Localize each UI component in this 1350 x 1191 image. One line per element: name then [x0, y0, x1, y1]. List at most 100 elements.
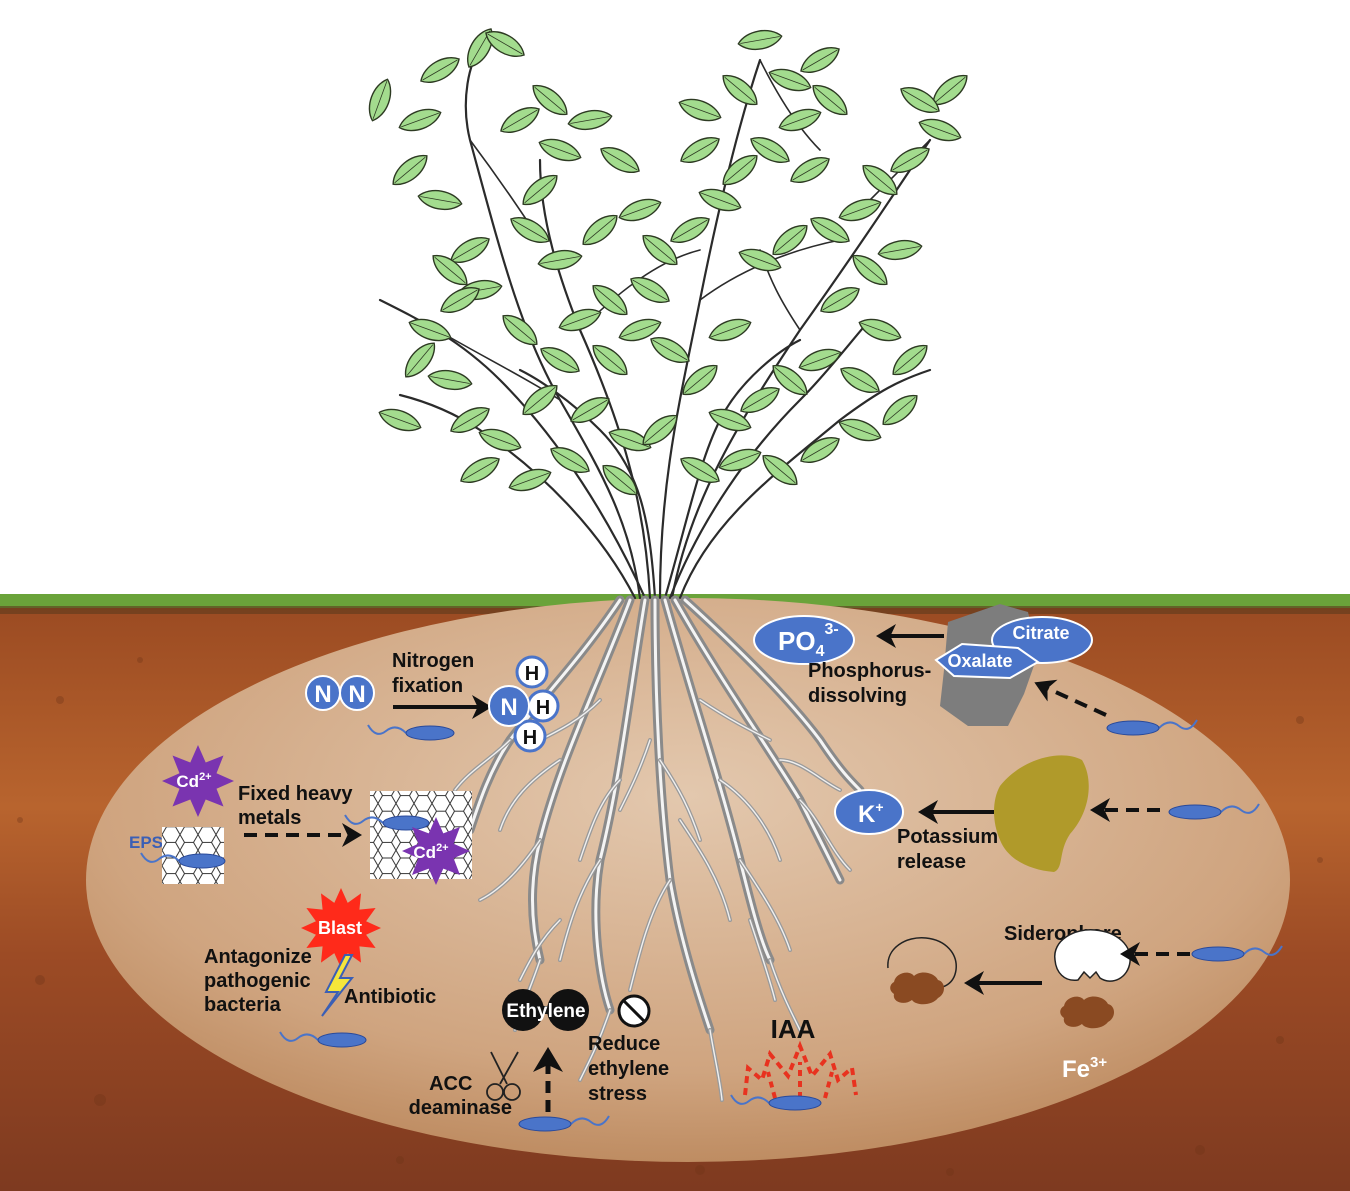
leaf-icon: [642, 414, 678, 446]
nitrogen-fixation-label: Nitrogen fixation: [392, 650, 480, 697]
n-atom-label: N: [314, 681, 331, 708]
leaf-icon: [630, 277, 670, 303]
iaa-arrow: [766, 1071, 777, 1099]
potassium-module: K+ Potassium release: [834, 755, 1260, 873]
bacterium: [344, 814, 430, 831]
h-atom-label: H: [525, 663, 539, 685]
leaf-icon: [592, 344, 628, 376]
iron-particle-bound: [890, 972, 944, 1005]
leaf-icon: [650, 337, 690, 363]
bacterium: [140, 852, 226, 869]
leaf-icon: [678, 98, 722, 122]
leaf-icon: [932, 74, 968, 106]
cadmium-ion-free: Cd2+: [162, 745, 234, 817]
leaf-icon: [892, 344, 928, 376]
leaf-icon: [858, 318, 902, 342]
leaf-icon: [398, 108, 442, 132]
leaf-icon: [420, 57, 460, 83]
leaf-icon: [427, 369, 473, 391]
dinitrogen-molecule: N N: [305, 675, 375, 711]
leaf-icon: [738, 248, 782, 272]
siderophore-free: [1054, 929, 1131, 982]
leaf-icon: [550, 447, 590, 473]
leaf-icon: [900, 87, 940, 113]
leaf-icon: [558, 308, 602, 332]
cadmium-ion-bound: Cd2+: [402, 817, 470, 885]
bacterium: [1191, 945, 1283, 962]
phosphorus-dashed-arrow: [1034, 679, 1107, 717]
n-atom-label: N: [348, 681, 365, 708]
leaf-icon: [670, 217, 710, 243]
leaf-icon: [800, 437, 840, 463]
leaf-icon: [838, 418, 882, 442]
leaf-icon: [680, 137, 720, 163]
leaf-icon: [532, 84, 568, 116]
leaf-icon: [740, 387, 780, 413]
bacterium: [730, 1094, 822, 1111]
leaf-icon: [432, 254, 468, 286]
ethylene-molecule: Ethylene: [502, 989, 589, 1031]
prohibited-icon: [617, 994, 651, 1028]
antibiotic-label: Antibiotic: [344, 986, 436, 1008]
phosphorus-dissolving-label: Phosphorus- dissolving: [808, 660, 937, 707]
leaf-icon: [510, 217, 550, 243]
n-atom-label: N: [500, 694, 517, 721]
phosphate-label: PO43-: [778, 621, 839, 660]
leaf-icon: [852, 254, 888, 286]
iron-particle-free: [1060, 996, 1114, 1029]
leaf-icon: [408, 318, 452, 342]
bacterium: [367, 724, 455, 741]
oxalate-blob: [934, 642, 1040, 680]
bacterium: [1106, 719, 1198, 736]
ammonia-molecule: N H H H: [488, 655, 560, 753]
leaf-icon: [862, 164, 898, 196]
antibiotic-module: Blast Antagonize pathogenic bacteria Ant…: [204, 888, 436, 1048]
leaf-icon: [450, 237, 490, 263]
leaf-icon: [570, 397, 610, 423]
blast-label: Blast: [318, 918, 362, 938]
leaf-icon: [508, 468, 552, 492]
h-atom-label: H: [536, 697, 550, 719]
blast-pathogen-burst: [301, 888, 381, 968]
leaf-icon: [618, 198, 662, 222]
lightning-bolt-icon: [321, 954, 355, 1017]
leaf-icon: [750, 137, 790, 163]
leaf-icon: [540, 347, 580, 373]
rhizosphere-zone: [86, 598, 1290, 1162]
h-atom-label: H: [523, 727, 537, 749]
heavy-metal-fixation-module: Cd2+ Fixed heavy metals EPS Cd2+: [129, 745, 472, 885]
iaa-label: IAA: [771, 1014, 816, 1044]
leaf-icon: [392, 154, 428, 186]
leaf-icon: [485, 31, 525, 57]
iron-label: Fe3+: [1062, 1054, 1107, 1083]
eps-label: EPS: [129, 833, 163, 852]
leaf-icon: [592, 284, 628, 316]
leaf-icon: [737, 29, 783, 51]
nitrogen-fixation-module: N N Nitrogen fixation N H H H: [305, 650, 560, 753]
leaf-icon: [642, 234, 678, 266]
leaf-icon: [722, 74, 758, 106]
leaf-icon: [368, 78, 392, 122]
ethylene-label: Ethylene: [506, 1001, 585, 1022]
leaf-icon: [778, 108, 822, 132]
leaf-icon: [417, 189, 463, 211]
leaf-icon: [502, 314, 538, 346]
potassium-ion: [834, 789, 904, 835]
cd-ion-label: Cd2+: [176, 771, 211, 791]
leaf-icon: [378, 408, 422, 432]
bacterium: [518, 1115, 610, 1132]
leaf-icon: [538, 138, 582, 162]
leaf-icon: [812, 84, 848, 116]
leaf-icon: [582, 214, 618, 246]
leaf-icon: [918, 118, 962, 142]
leaf-icon: [600, 147, 640, 173]
leaf-icon: [800, 47, 840, 73]
plant-roots: [453, 595, 865, 1102]
leaf-icon: [682, 364, 718, 396]
leaf-icon: [840, 367, 880, 393]
bacterium: [279, 1031, 367, 1048]
fixed-heavy-metals-label: Fixed heavy metals: [238, 783, 358, 829]
leaf-icon: [522, 174, 558, 206]
